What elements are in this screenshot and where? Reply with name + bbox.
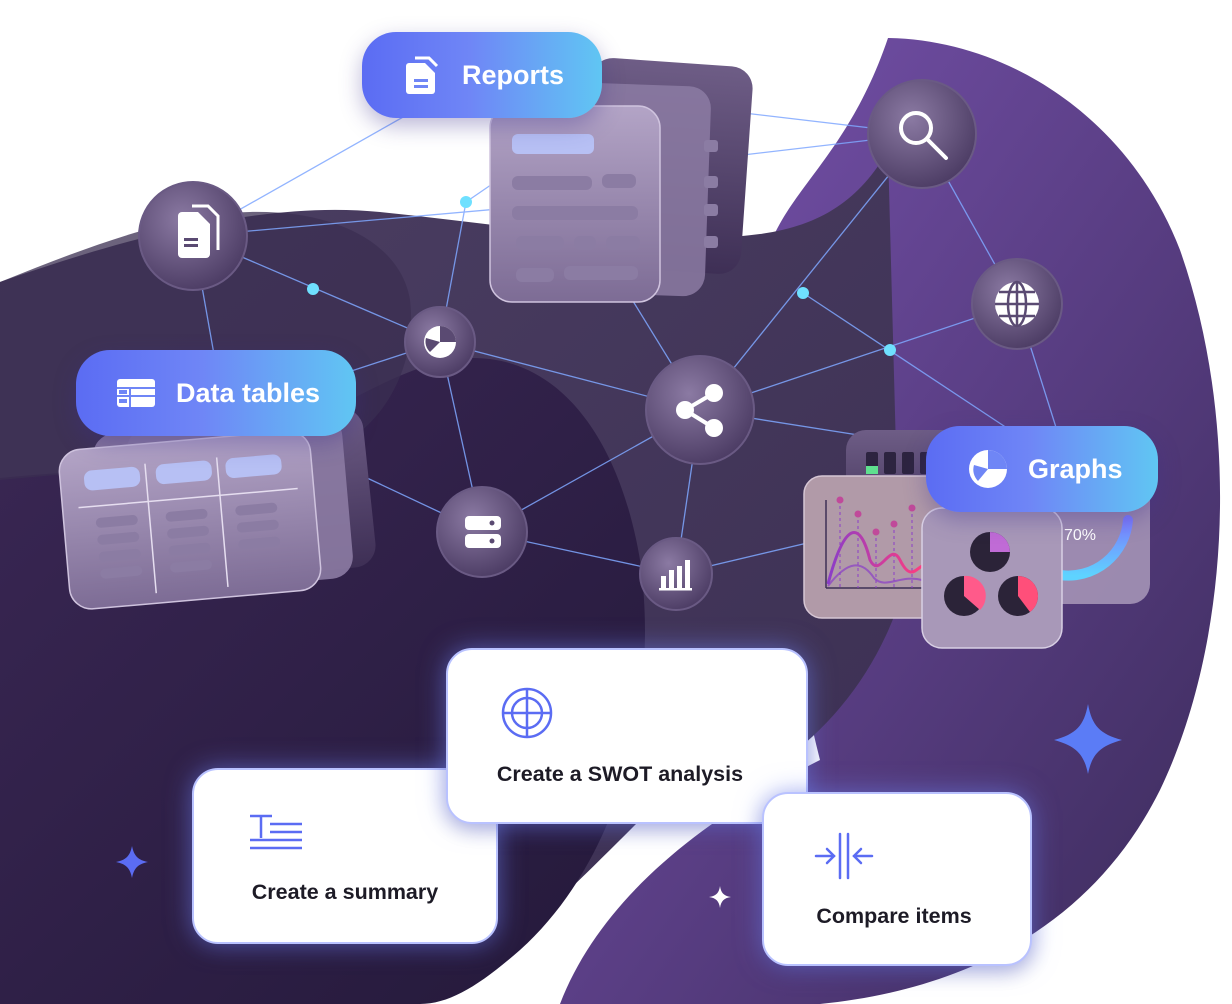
graph-panels: 70% [803, 430, 1150, 649]
search-icon [899, 111, 948, 160]
create-summary-label: Create a summary [251, 880, 439, 904]
data-tables-pill[interactable]: Data tables [76, 350, 356, 436]
reports-pill[interactable]: Reports [362, 32, 602, 118]
server-icon [465, 516, 501, 548]
compare-items-label: Compare items [816, 904, 972, 928]
text-summary-icon [248, 812, 304, 858]
pie-node-icon [424, 326, 456, 358]
bar-chart-icon [659, 560, 692, 591]
graphs-pill[interactable]: Graphs [926, 426, 1158, 512]
compare-items-card[interactable]: Compare items [762, 792, 1032, 966]
graphs-pill-label: Graphs [1028, 453, 1123, 484]
table-icon [114, 371, 158, 415]
create-swot-card[interactable]: Create a SWOT analysis [446, 648, 808, 824]
sparkle-small-white [709, 886, 731, 908]
document-stack-icon [400, 53, 444, 97]
create-swot-label: Create a SWOT analysis [496, 762, 744, 786]
data-table-sheets [58, 408, 376, 610]
target-icon [500, 686, 554, 746]
report-documents [489, 58, 753, 303]
data-tables-pill-label: Data tables [176, 377, 321, 408]
network-junction-dots [307, 196, 896, 356]
compare-arrows-icon [814, 832, 874, 886]
gauge-value: 70% [1064, 527, 1096, 544]
reports-pill-label: Reports [462, 59, 565, 90]
pie-chart-icon [966, 447, 1010, 491]
mini-pie-charts [944, 532, 1038, 616]
globe-icon [995, 280, 1039, 328]
sparkle-large [1054, 704, 1122, 774]
files-icon [178, 204, 220, 258]
share-icon [676, 384, 723, 437]
network-nodes [138, 79, 1063, 611]
sparkle-small-left [116, 846, 148, 878]
